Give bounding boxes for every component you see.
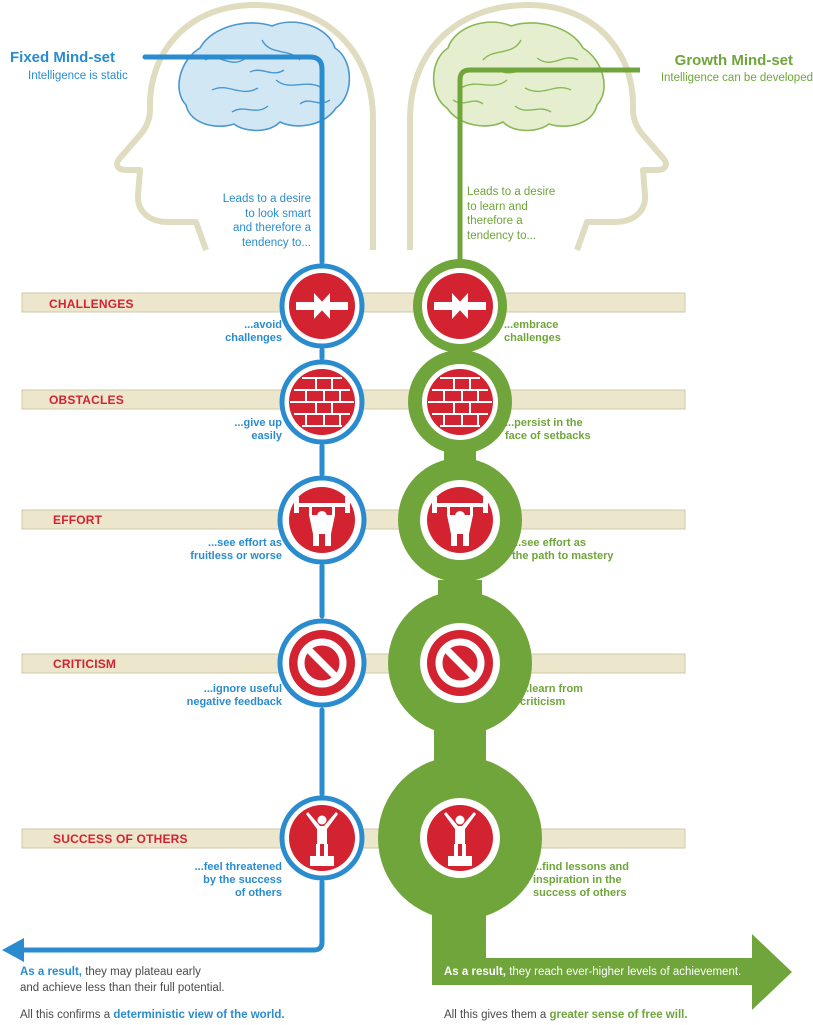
row-label-success: SUCCESS OF OTHERS [53, 832, 188, 846]
growth-arrow [432, 895, 792, 1010]
no-entry-icon [427, 630, 493, 696]
growth-head-outline [407, 2, 669, 252]
fixed-lead-text: Leads to a desire to look smart and ther… [222, 193, 311, 249]
row-label-obstacles: OBSTACLES [49, 393, 124, 407]
arrows-inward-icon [289, 273, 355, 339]
fixed-brain-icon [178, 21, 351, 132]
growth-footer: All this gives them a greater sense of f… [444, 1009, 688, 1021]
fixed-title: Fixed Mind-set [10, 49, 116, 66]
growth-result: As a result, they reach ever-higher leve… [444, 966, 742, 978]
growth-title: Growth Mind-set [674, 52, 793, 69]
podium-figure-icon [289, 805, 355, 871]
growth-brain-icon [432, 21, 605, 132]
fixed-arrowhead [2, 938, 24, 962]
no-entry-icon [289, 630, 355, 696]
weightlifter-icon [427, 487, 493, 553]
fixed-footer: All this confirms a deterministic view o… [20, 1009, 285, 1021]
weightlifter-icon [289, 487, 355, 553]
growth-lead-text: Leads to a desire to learn and therefore… [467, 186, 556, 242]
growth-subtitle: Intelligence can be developed [660, 72, 813, 84]
row-label-criticism: CRITICISM [53, 657, 117, 671]
fixed-subtitle: Intelligence is static [28, 70, 128, 82]
brick-wall-icon [288, 368, 356, 436]
row-label-challenges: CHALLENGES [49, 297, 134, 311]
fixed-head-outline [114, 2, 376, 252]
fixed-path [15, 54, 325, 953]
brick-wall-icon [426, 368, 494, 436]
fixed-result: As a result, they may plateau early and … [20, 966, 225, 994]
podium-figure-icon [427, 805, 493, 871]
arrows-inward-icon [427, 273, 493, 339]
row-label-effort: EFFORT [53, 513, 103, 527]
